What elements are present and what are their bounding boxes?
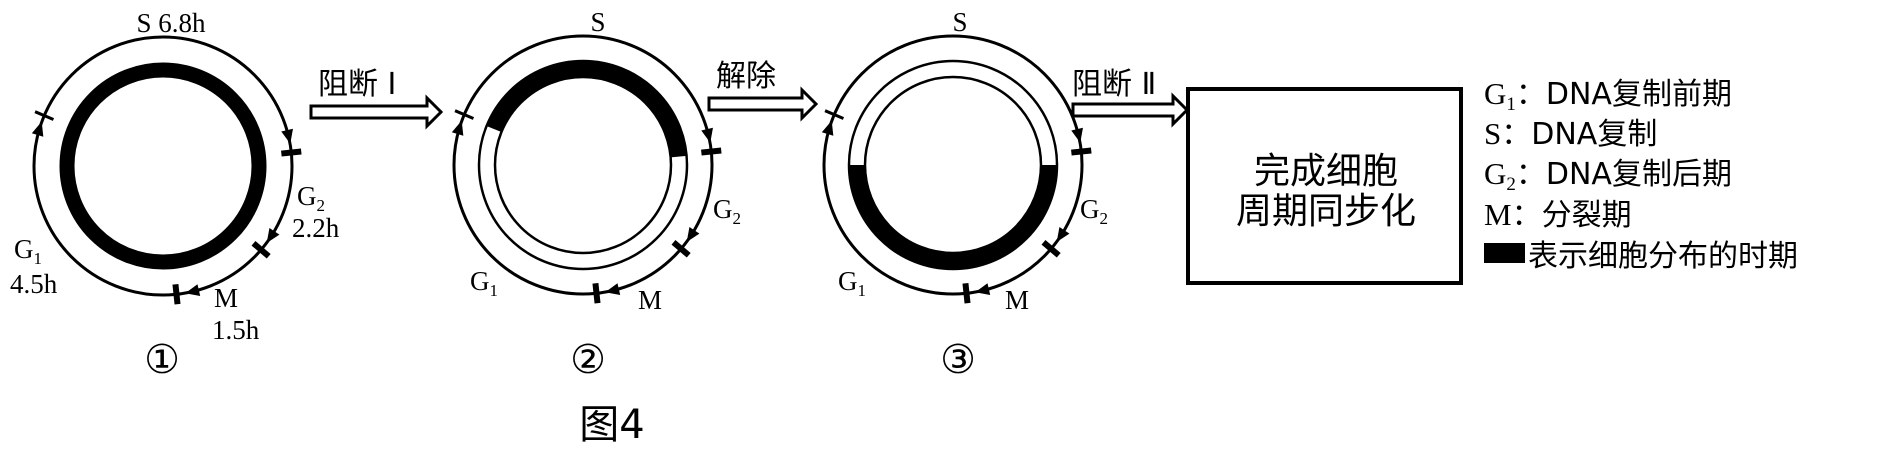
panel-2-phase-tick [454, 109, 475, 120]
block-1-arrow-icon [309, 94, 444, 130]
panel-1-direction-arrowhead-icon [31, 121, 44, 137]
panel-1-phase-tick [34, 110, 55, 121]
panel-3-direction-arrowhead-icon [1056, 227, 1070, 243]
block-2-arrow-icon [1071, 92, 1190, 128]
legend-black-swatch [1484, 243, 1525, 263]
panel-2-s-label: S [590, 7, 605, 37]
panel-1-m-label: M [214, 283, 238, 313]
panel-2-cell-distribution-band [486, 61, 687, 158]
panel-1-phase-tick [172, 284, 181, 305]
panel-3-cell-distribution-band [849, 164, 1057, 269]
panel-2-phase-tick [671, 240, 691, 258]
result-box: 完成细胞 周期同步化 [1186, 87, 1463, 285]
panel-3-cycle-circle [822, 34, 1084, 296]
panel-3-direction-arrowhead-icon [821, 120, 834, 136]
panel-2-g2-label: G2 [713, 194, 741, 228]
panel-3: S G1 G2 M ③ [838, 7, 1108, 383]
panel-2-direction-arrowhead-icon [451, 120, 464, 136]
panel-3-phase-tick [1071, 147, 1092, 156]
panel-1-g2-time: 2.2h [292, 213, 340, 243]
legend-item-s: S：DNA复制 [1484, 116, 1657, 152]
panel-1-s-label: S 6.8h [136, 8, 206, 38]
panel-1-m-time: 1.5h [212, 315, 260, 345]
panel-1-g1-time: 4.5h [10, 269, 58, 299]
panel-2-m-label: M [638, 285, 662, 315]
panel-3-g1-label: G1 [838, 266, 866, 300]
panel-3-direction-arrowhead-icon [1071, 127, 1083, 143]
panel-1-g1-label: G1 [14, 234, 42, 268]
panel-1-phase-tick [281, 148, 302, 157]
panel-2-cycle-circle [452, 34, 714, 296]
panel-2-phase-tick [592, 283, 601, 304]
legend-item-g2: G2：DNA复制后期 [1484, 156, 1732, 195]
panel-1-cell-distribution-band [59, 62, 267, 270]
legend-item-g1: G1：DNA复制前期 [1484, 76, 1732, 115]
figure-caption: 图4 [579, 402, 644, 448]
panel-2-band-inner-outline [493, 75, 673, 255]
panel-1: S 6.8h G1 4.5h G2 2.2h M 1.5h ① [10, 8, 340, 383]
panel-2-direction-arrowhead-icon [686, 227, 700, 243]
panel-3-s-label: S [952, 7, 967, 37]
panel-3-phase-tick [824, 109, 845, 120]
legend-item-distribution: 表示细胞分布的时期 [1528, 239, 1798, 274]
panel-3-m-label: M [1005, 285, 1029, 315]
release-arrow-label: 解除 [716, 59, 776, 94]
release-arrow-icon [707, 86, 819, 122]
panel-2-direction-arrowhead-icon [605, 283, 621, 295]
result-box-frame [1186, 87, 1463, 285]
panel-1-direction-arrowhead-icon [185, 284, 201, 296]
legend-item-m: M：分裂期 [1484, 197, 1632, 233]
panel-3-phase-tick [1041, 240, 1061, 258]
panel-2-g1-label: G1 [470, 266, 498, 300]
panel-2-direction-arrowhead-icon [701, 127, 713, 143]
panel-1-phase-tick [251, 241, 271, 259]
block-1-arrow-label: 阻断 Ⅰ [318, 67, 396, 102]
panel-1-number: ① [144, 337, 180, 383]
panel-3-g2-label: G2 [1080, 194, 1108, 228]
result-box-line-2: 周期同步化 [1236, 191, 1416, 232]
panel-1-direction-arrowhead-icon [266, 228, 280, 244]
panel-3-band-inner-outline [863, 75, 1043, 255]
panel-3-number: ③ [940, 337, 976, 383]
panel-1-cycle-circle [32, 35, 294, 297]
result-box-line-1: 完成细胞 [1254, 151, 1398, 192]
panel-3-direction-arrowhead-icon [975, 283, 991, 295]
panel-1-direction-arrowhead-icon [281, 128, 293, 144]
panel-1-g2-label: G2 [297, 181, 325, 215]
panel-2: S G1 G2 M ② [470, 7, 741, 383]
block-2-arrow-label: 阻断 Ⅱ [1072, 67, 1156, 102]
panel-2-number: ② [570, 337, 606, 383]
panel-2-phase-tick [701, 147, 722, 156]
panel-3-phase-tick [962, 283, 971, 304]
legend: G1：DNA复制前期 S：DNA复制 G2：DNA复制后期 M：分裂期 表示细胞… [1484, 76, 1798, 274]
